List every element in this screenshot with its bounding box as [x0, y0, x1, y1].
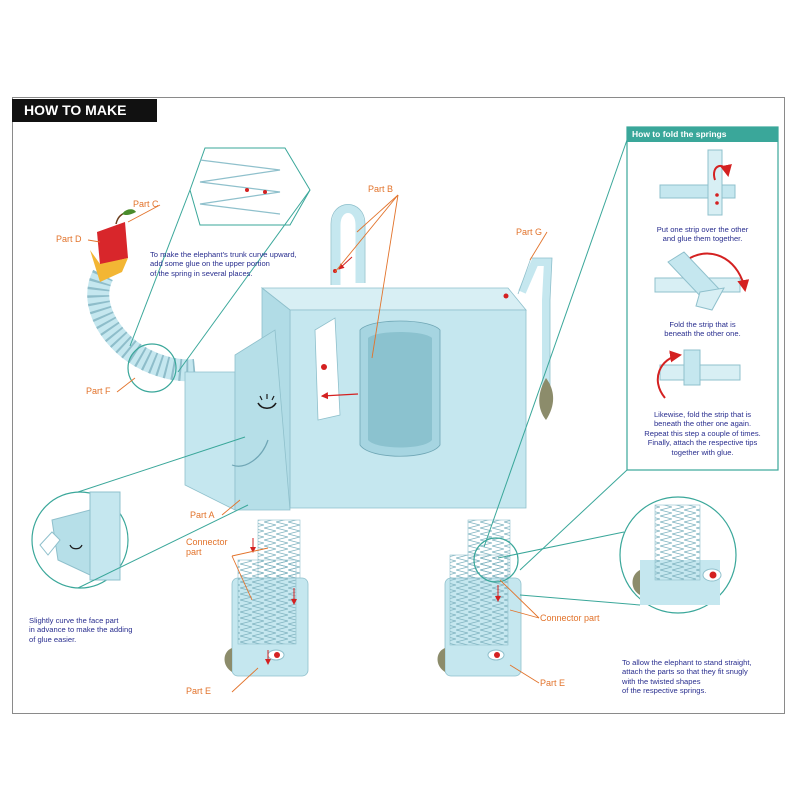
label-part-a: Part A [190, 510, 215, 520]
face-detail-callout [31, 436, 249, 589]
note-face: Slightly curve the face part in advance … [29, 616, 133, 644]
trunk-spring [87, 269, 197, 382]
label-connector-left: Connector part [186, 537, 228, 557]
step1-graphic [659, 149, 736, 216]
label-connector-right: Connector part [540, 613, 600, 623]
label-leaders [87, 194, 548, 693]
note-stand: To allow the elephant to stand straight,… [622, 658, 752, 696]
eye-icon [257, 402, 277, 410]
ear-flap [359, 320, 441, 457]
label-part-d: Part D [56, 234, 82, 244]
note-trunk: To make the elephant's trunk curve upwar… [150, 250, 297, 278]
label-part-e-left: Part E [186, 686, 212, 696]
label-part-b: Part B [368, 184, 394, 194]
step3-graphic [656, 349, 741, 399]
leg-callout-ring [473, 537, 519, 583]
label-part-c: Part C [133, 199, 159, 209]
springs-step2-text: Fold the strip that is beneath the other… [664, 320, 741, 339]
trunk-detail-callout [129, 147, 311, 373]
label-part-f: Part F [86, 386, 111, 396]
trunk-callout-ring [127, 343, 177, 393]
label-part-e-right: Part E [540, 678, 566, 688]
elephant-face-part-a [184, 329, 291, 511]
springs-panel-title: How to fold the springs [627, 127, 778, 142]
springs-step3-text: Likewise, fold the strip that is beneath… [644, 410, 761, 457]
apple-part-d [90, 209, 136, 282]
right-leg [437, 519, 522, 677]
tail-part-g [503, 257, 554, 420]
label-part-g: Part G [516, 227, 543, 237]
leg-detail-callout [497, 496, 737, 614]
instruction-frame [12, 97, 785, 714]
page-title: HOW TO MAKE [12, 99, 157, 122]
step2-graphic [654, 251, 750, 311]
ear-loop [331, 204, 365, 285]
springs-step1-text: Put one strip over the other and glue th… [656, 225, 749, 244]
left-leg [224, 519, 309, 677]
